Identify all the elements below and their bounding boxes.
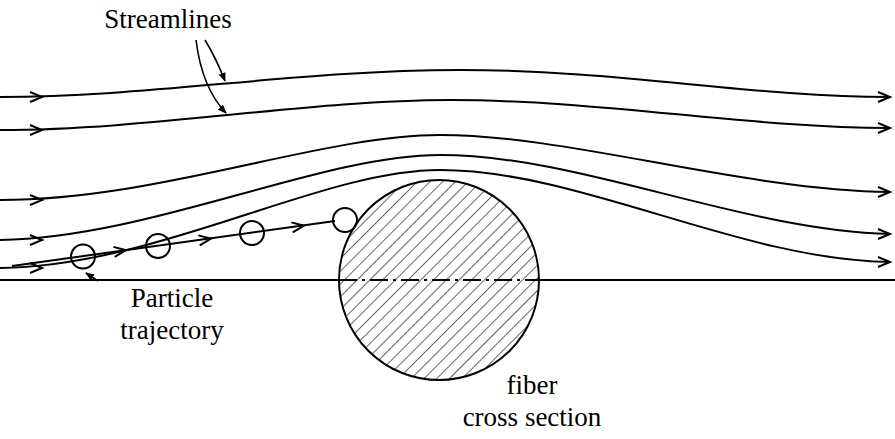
flow-arrowhead [878, 123, 890, 133]
particle [333, 208, 357, 232]
trajectory-arrowhead [113, 245, 126, 257]
streamline [0, 100, 890, 130]
flow-arrowhead [878, 187, 890, 197]
flow-arrowhead [30, 235, 42, 245]
trajectory-arrowhead [291, 221, 304, 233]
centerline-solid [539, 279, 895, 281]
line-spacer [452, 369, 487, 401]
particle-trajectory-line [12, 221, 335, 266]
flow-arrowhead [30, 125, 42, 135]
centerline-dashdot [339, 279, 539, 281]
line-spacer [577, 369, 612, 401]
leader-line [86, 273, 98, 281]
leader-lines [86, 40, 226, 281]
particle [146, 234, 170, 258]
leader-line [205, 40, 225, 81]
particle [71, 245, 95, 269]
particle [240, 221, 264, 245]
flow-arrowhead [878, 229, 890, 239]
flow-arrowhead [30, 195, 42, 205]
flow-arrowhead [878, 257, 890, 267]
flow-arrowhead [30, 263, 42, 273]
flow-arrowhead [30, 92, 42, 102]
centerline-solid [0, 279, 339, 281]
trajectory-arrowheads [113, 221, 304, 257]
flow-arrowhead [878, 92, 890, 102]
centerline [0, 279, 895, 281]
fiber-label: fiber cross section [452, 369, 612, 434]
trajectory-label: Particle trajectory [107, 282, 237, 347]
particles [71, 208, 357, 269]
streamline [0, 70, 890, 97]
streamlines-label: Streamlines [78, 3, 258, 35]
fiber-circle [339, 180, 539, 380]
leader-line [196, 40, 226, 113]
trajectory-arrowhead [198, 234, 211, 246]
